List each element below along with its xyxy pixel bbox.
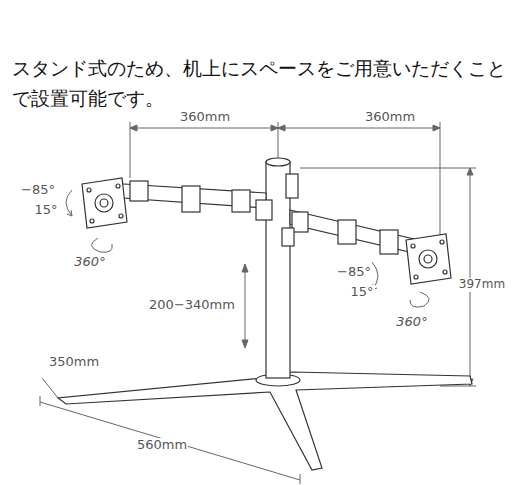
description-text: スタンド式のため、机上にスペースをご用意いただくことで設置可能です。 — [12, 54, 508, 114]
tilt-angle: −85° — [336, 265, 372, 279]
tilt-angle: 15° — [33, 203, 58, 217]
dimension-label: 360mm — [179, 110, 231, 124]
dimension-label: 360mm — [364, 110, 416, 124]
tilt-angle: −85° — [20, 183, 56, 197]
rotation-angle: 360° — [73, 255, 106, 269]
dimension-label: 560mm — [136, 438, 188, 452]
rotation-angle: 360° — [395, 315, 428, 329]
dimension-label: 350mm — [48, 355, 100, 369]
height-range: 200−340mm — [148, 298, 236, 312]
tilt-angle: 15° — [349, 285, 374, 299]
dimension-label: 397mm — [458, 278, 506, 291]
